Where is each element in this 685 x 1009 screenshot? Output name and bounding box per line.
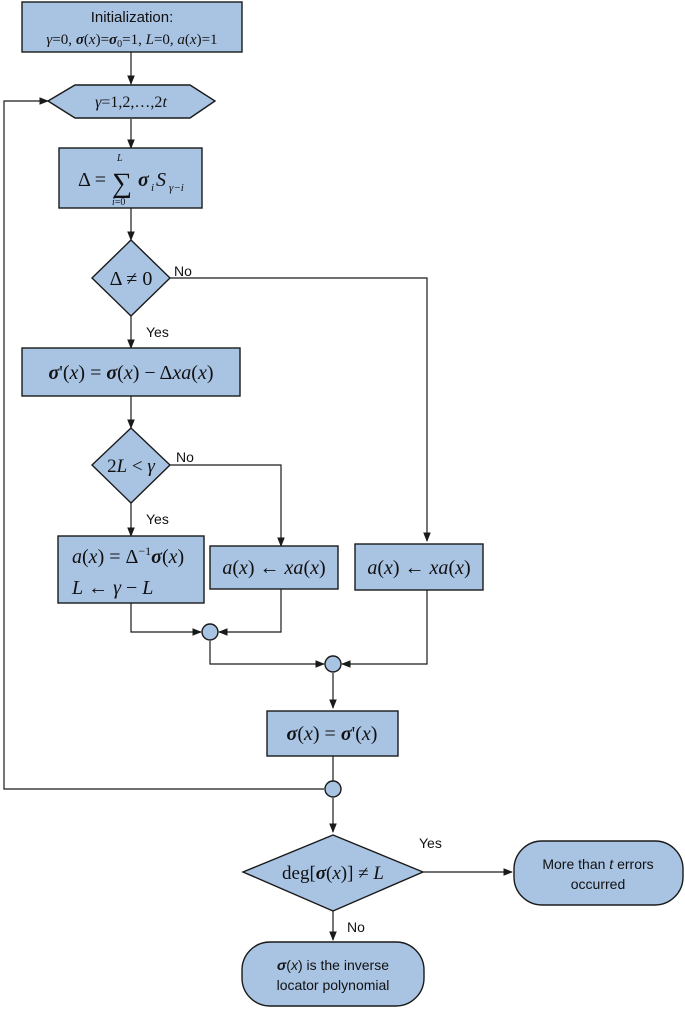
init-box: Initialization: γ=0, σ(x)=σ0=1, L=0, a(x… — [21, 1, 243, 53]
sigma-assign-box: σ(x) = σ'(x) — [266, 710, 399, 757]
init-values: γ=0, σ(x)=σ0=1, L=0, a(x)=1 — [46, 32, 217, 50]
delta-formula: Δ = — [78, 169, 106, 191]
shift-a-label-1: a(x) ← xa(x) — [222, 557, 325, 579]
terminal-ok-line1: σ(x) is the inverse — [277, 957, 389, 973]
shift-a-box-1: a(x) ← xa(x) — [209, 545, 339, 590]
update-a-L-box: a(x) = Δ−1σ(x) L ← γ − L — [57, 535, 205, 604]
decision-delta: Δ ≠ 0 No Yes — [90, 239, 192, 340]
svg-text:∑: ∑ — [112, 168, 132, 199]
decision-L-yes: Yes — [146, 511, 169, 527]
shift-a-box-2: a(x) ← xa(x) — [354, 543, 484, 591]
decision-L-label: 2L < γ — [107, 456, 155, 477]
init-title: Initialization: — [91, 9, 174, 26]
terminal-fail-line1: More than t errors — [542, 856, 653, 872]
decision-deg-yes: Yes — [419, 835, 442, 851]
loop-box: γ=1,2,…,2t — [46, 84, 217, 119]
terminal-fail: More than t errors occurred — [513, 840, 684, 906]
decision-deg-label: deg[σ(x)] ≠ L — [282, 863, 384, 884]
svg-text:L: L — [116, 153, 123, 164]
decision-delta-yes: Yes — [146, 324, 169, 340]
junction-2 — [324, 655, 342, 673]
decision-deg: deg[σ(x)] ≠ L Yes No — [241, 834, 442, 935]
decision-delta-label: Δ ≠ 0 — [110, 268, 153, 290]
delta-box: Δ = ∑ L i=0 σ i S γ−i — [58, 147, 203, 209]
svg-text:S: S — [156, 169, 166, 191]
decision-deg-no: No — [347, 919, 365, 935]
terminal-ok: σ(x) is the inverse locator polynomial — [241, 941, 425, 1007]
shift-a-label-2: a(x) ← xa(x) — [367, 557, 470, 579]
sigma-update-box: σ'(x) = σ(x) − Δxa(x) — [21, 347, 241, 397]
terminal-fail-line2: occurred — [571, 876, 625, 892]
junction-3 — [324, 780, 342, 798]
svg-text:i: i — [151, 182, 154, 194]
loop-label: γ=1,2,…,2t — [95, 94, 167, 111]
terminal-ok-line2: locator polynomial — [277, 977, 390, 993]
sigma-update-label: σ'(x) = σ(x) − Δxa(x) — [48, 362, 213, 384]
decision-L-no: No — [176, 449, 194, 465]
update-L-line2: L ← γ − L — [71, 577, 153, 599]
junction-1 — [201, 623, 219, 641]
svg-text:σ: σ — [138, 169, 150, 191]
update-a-line1: a(x) = Δ−1σ(x) — [72, 544, 184, 568]
decision-L: 2L < γ No Yes — [90, 427, 194, 527]
connectors — [3, 52, 513, 941]
sigma-assign-label: σ(x) = σ'(x) — [287, 723, 378, 745]
svg-text:i=0: i=0 — [112, 197, 125, 208]
svg-text:γ−i: γ−i — [169, 182, 184, 194]
decision-delta-no: No — [174, 263, 192, 279]
